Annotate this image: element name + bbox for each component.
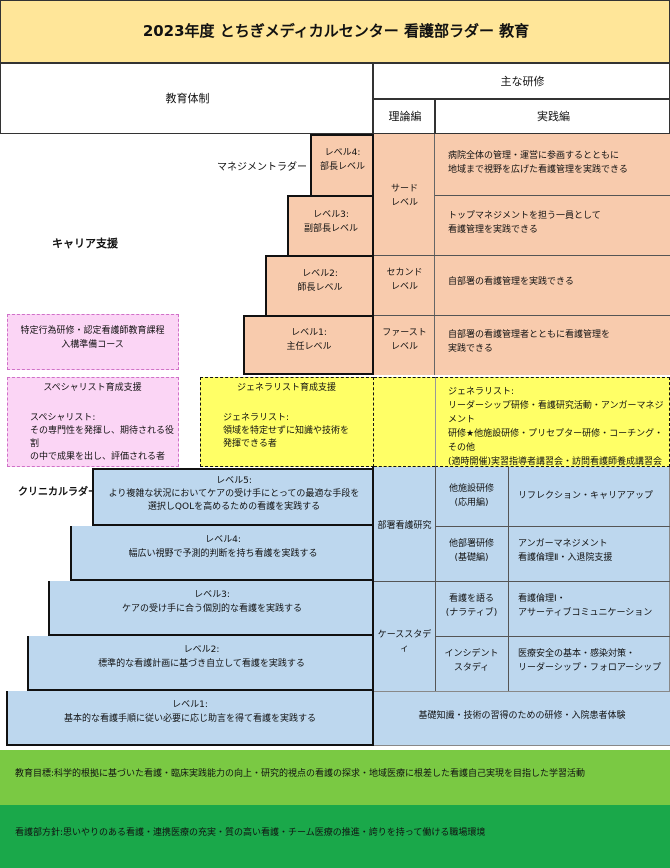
sub-practice-4: 医療安全の基本・感染対策・ リーダーシップ・フォロアーシップ [518, 649, 662, 673]
practice-divider-3 [435, 315, 670, 316]
practice-divider-1 [435, 195, 670, 196]
header-practice-cell: 実践編 [435, 99, 670, 134]
career-support-label: キャリア支援 [52, 237, 118, 250]
goal-text: 教育目標:科学的根拠に基づいた看護・臨床実践能力の向上・研究的視点の看護の探求・… [15, 769, 586, 779]
clinical-level-4-text: レベル4: 幅広い視野で予測的判断を持ち看護を実践する [128, 535, 318, 559]
practice-level-1: 自部署の看護管理者とともに看護管理を 実践できる [448, 330, 611, 354]
generalist-training-text: ジェネラリスト: リーダーシップ研修・看護研究活動・アンガーマネジメント 研修★… [448, 387, 664, 467]
management-theory-column [374, 134, 435, 375]
goal-band: 教育目標:科学的根拠に基づいた看護・臨床実践能力の向上・研究的視点の看護の探求・… [0, 750, 670, 805]
management-level-1-label: レベル1: 主任レベル [286, 328, 332, 352]
clinical-level-2-text: レベル2: 標準的な看護計画に基づき自立して看護を実践する [98, 645, 305, 669]
header-main-training: 主な研修 [500, 75, 545, 88]
sub-theory-3: 看護を語る (ナラティブ) [445, 594, 498, 618]
sub-column-divider [508, 467, 509, 691]
clinical-level-1: レベル1: 基本的な看護手順に従い必要に応じ助言を得て看護を実践する [6, 691, 374, 746]
header-system: 教育体制 [165, 92, 210, 105]
sub-row-divider-2 [435, 581, 670, 582]
page-title: 2023年度 とちぎメディカルセンター 看護部ラダー 教育 [142, 22, 530, 40]
theory-case-study: ケーススタディ [377, 630, 432, 654]
policy-band: 看護部方針:思いやりのある看護・連携医療の充実・質の高い看護・チーム医療の推進・… [0, 805, 670, 868]
management-level-4: レベル4: 部長レベル [310, 134, 373, 195]
clinical-level-4: レベル4: 幅広い視野で予測的判断を持ち看護を実践する [70, 526, 374, 581]
clinical-level-5: レベル5: より複雑な状況においてケアの受け手にとっての最適な手段を 選択しQO… [92, 468, 374, 526]
specified-training-text: 特定行為研修・認定看護師教育課程 入構準備コース [20, 326, 165, 350]
theory-dept-research: 部署看護研究 [377, 521, 432, 531]
practice-divider-2 [435, 255, 670, 256]
generalist-theory-cell [374, 377, 435, 467]
management-ladder-label: マネジメントラダー [217, 162, 307, 173]
clinical-level-5-text: レベル5: より複雑な状況においてケアの受け手にとっての最適な手段を 選択しQO… [108, 476, 360, 513]
header-practice: 実践編 [537, 110, 570, 123]
theory-second-level: セカンド レベル [386, 268, 423, 292]
clinical-level-2: レベル2: 標準的な看護計画に基づき自立して看護を実践する [27, 636, 374, 691]
management-level-2: レベル2: 師長レベル [265, 255, 373, 315]
sub-row-divider-1 [435, 526, 670, 527]
header-main-training-cell: 主な研修 [373, 63, 670, 99]
policy-text: 看護部方針:思いやりのある看護・連携医療の充実・質の高い看護・チーム医療の推進・… [15, 828, 486, 838]
clinical-ladder-label: クリニカルラダー [18, 487, 98, 498]
generalist-box: ジェネラリスト育成支援 ジェネラリスト: 領域を特定せずに知識や技術を 発揮でき… [200, 377, 374, 467]
sub-row-divider-3 [435, 636, 670, 637]
theory-third-level: サード レベル [390, 184, 418, 208]
sub-practice-3: 看護倫理Ⅰ・ アサーティブコミュニケーション [518, 594, 653, 618]
sub-theory-2: 他部署研修 (基礎編) [448, 539, 494, 563]
clinical-level-3-text: レベル3: ケアの受け手に合う個別的な看護を実践する [121, 590, 302, 614]
header-theory-cell: 理論編 [373, 99, 435, 134]
theory-group-divider [374, 581, 435, 582]
specified-training-box: 特定行為研修・認定看護師教育課程 入構準備コース [7, 314, 179, 370]
management-level-3-label: レベル3: 副部長レベル [303, 210, 358, 234]
management-level-1: レベル1: 主任レベル [243, 315, 373, 375]
theory-first-level: ファースト レベル [382, 328, 427, 352]
management-stair-right-edge [372, 134, 374, 375]
management-level-3: レベル3: 副部長レベル [287, 195, 373, 255]
clinical-stair-right-edge [372, 467, 374, 746]
practice-level-3: トップマネジメントを担う一員として 看護管理を実践できる [448, 211, 601, 235]
clinical-level-1-text: レベル1: 基本的な看護手順に従い必要に応じ助言を得て看護を実践する [63, 700, 316, 724]
header-system-cell: 教育体制 [0, 63, 373, 134]
generalist-desc: ジェネラリスト: 領域を特定せずに知識や技術を 発揮できる者 [223, 413, 350, 450]
generalist-title: ジェネラリスト育成支援 [236, 383, 336, 393]
generalist-training-box: ジェネラリスト: リーダーシップ研修・看護研究活動・アンガーマネジメント 研修★… [435, 377, 670, 467]
title-banner: 2023年度 とちぎメディカルセンター 看護部ラダー 教育 [0, 0, 670, 63]
management-practice-column [435, 134, 670, 375]
sub-theory-4: インシデント スタディ [444, 649, 499, 673]
practice-level-4: 病院全体の管理・運営に参画するとともに 地域まで視野を広げた看護管理を実践できる [448, 151, 628, 175]
specialist-title: スペシャリスト育成支援 [43, 383, 142, 393]
level1-training-cell: 基礎知識・技術の習得のための研修・入院患者体験 [374, 691, 670, 746]
sub-practice-2: アンガーマネジメント 看護倫理Ⅱ・入退院支援 [518, 539, 613, 563]
clinical-level-3: レベル3: ケアの受け手に合う個別的な看護を実践する [48, 581, 374, 636]
theory-divider-1 [374, 255, 435, 256]
sub-practice-1: リフレクション・キャリアアップ [518, 491, 654, 501]
specialist-box: スペシャリスト育成支援 スペシャリスト: その専門性を発揮し、期待される役割 の… [7, 377, 179, 467]
specialist-desc: スペシャリスト: その専門性を発揮し、期待される役割 の中で成果を出し、評価され… [30, 413, 175, 463]
sub-theory-1: 他施設研修 (応用編) [448, 484, 494, 508]
practice-level-2: 自部署の看護管理を実践できる [448, 277, 574, 287]
clinical-theory-divider [435, 467, 436, 691]
theory-divider-2 [374, 315, 435, 316]
level1-training-text: 基礎知識・技術の習得のための研修・入院患者体験 [418, 711, 626, 721]
management-level-2-label: レベル2: 師長レベル [297, 269, 343, 293]
management-level-4-label: レベル4: 部長レベル [319, 148, 365, 172]
header-theory: 理論編 [388, 110, 422, 123]
